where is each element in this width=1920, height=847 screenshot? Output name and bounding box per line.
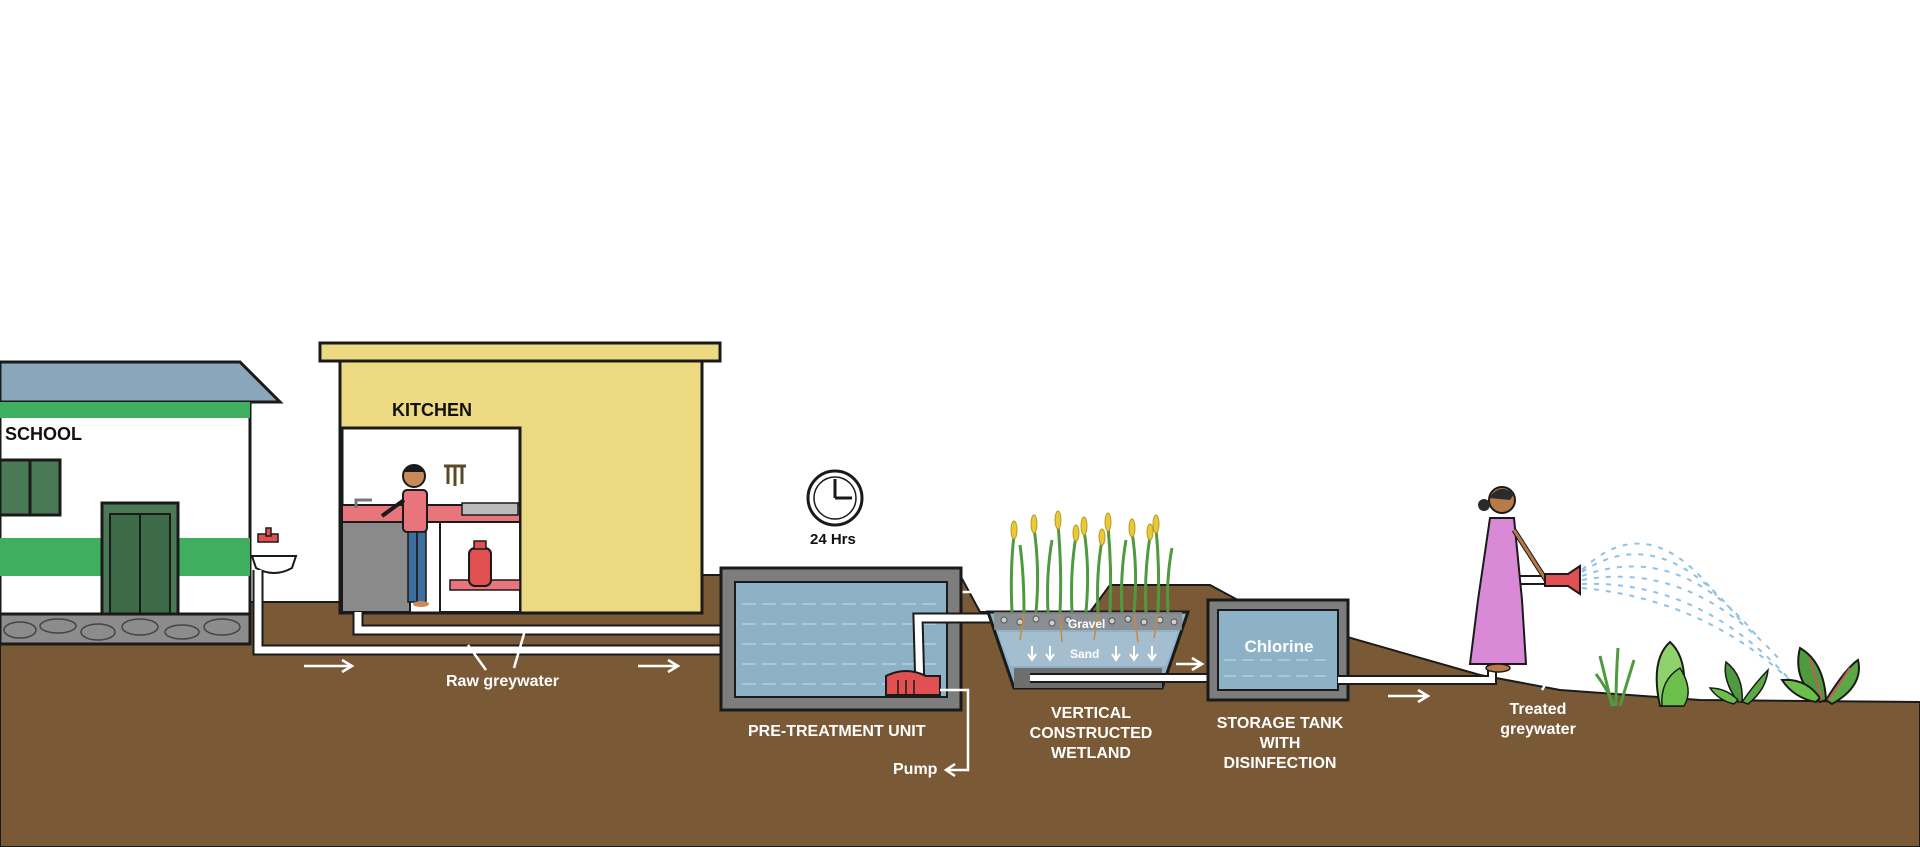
timer-label: 24 Hrs <box>810 531 856 548</box>
school-plinth-stones <box>3 618 241 641</box>
storage-label-line3: DISINFECTION <box>1224 755 1337 772</box>
plant-grass <box>1594 647 1636 707</box>
school-plinth <box>0 612 252 646</box>
cook-person <box>380 464 429 607</box>
wetland-label-line3: WETLAND <box>1051 745 1131 762</box>
pretreatment-label: PRE-TREATMENT UNIT <box>748 723 926 740</box>
woman-watering <box>1468 486 1581 673</box>
water-spray <box>1581 542 1801 691</box>
raw-greywater-pipes <box>252 570 735 671</box>
pump-label: Pump <box>893 761 938 778</box>
pretreatment-unit <box>719 566 1010 778</box>
gas-cylinder-icon <box>468 547 492 587</box>
clock-icon <box>806 469 864 527</box>
pump-icon <box>885 670 941 696</box>
kitchen-label: KITCHEN <box>392 400 472 420</box>
hose-nozzle-icon <box>1544 564 1581 596</box>
storage-label-line2: WITH <box>1260 735 1301 752</box>
reed-roots <box>1019 613 1159 643</box>
raw-greywater-label: Raw greywater <box>446 673 559 690</box>
reed-flowers <box>1010 510 1160 546</box>
kitchen-building: KITCHEN <box>318 341 722 615</box>
kitchen-counter-cabinet <box>341 521 411 613</box>
chlorine-label: Chlorine <box>1245 637 1314 656</box>
sand-label: Sand <box>1070 647 1099 661</box>
school-label: SCHOOL <box>5 424 82 444</box>
stove-icon <box>461 502 519 516</box>
wetland-label-line1: VERTICAL <box>1051 705 1131 722</box>
storage-label-line1: STORAGE TANK <box>1217 715 1344 732</box>
wash-basin <box>250 527 298 574</box>
plant-chard <box>1780 646 1860 706</box>
reed-plants <box>1009 523 1174 613</box>
school-stripe-top <box>0 402 250 418</box>
plant-spinach <box>1708 660 1769 705</box>
treated-leader-arrow <box>1540 603 1594 691</box>
dress <box>1468 517 1528 665</box>
gravel-label: Gravel <box>1068 617 1105 631</box>
hanging-utensils-icon <box>444 464 466 486</box>
school-roof <box>0 360 284 404</box>
wetland-label-line2: CONSTRUCTED <box>1030 725 1153 742</box>
treated-label-line1: Treated <box>1510 701 1567 718</box>
treated-label-line2: greywater <box>1500 721 1576 738</box>
school-building: SCHOOL <box>0 360 284 646</box>
kitchen-roof <box>318 341 722 363</box>
flow-arrow-icon <box>304 584 1431 704</box>
plant-lettuce <box>1655 640 1689 707</box>
constructed-wetland <box>985 510 1222 690</box>
sink-faucet-icon <box>354 498 372 508</box>
